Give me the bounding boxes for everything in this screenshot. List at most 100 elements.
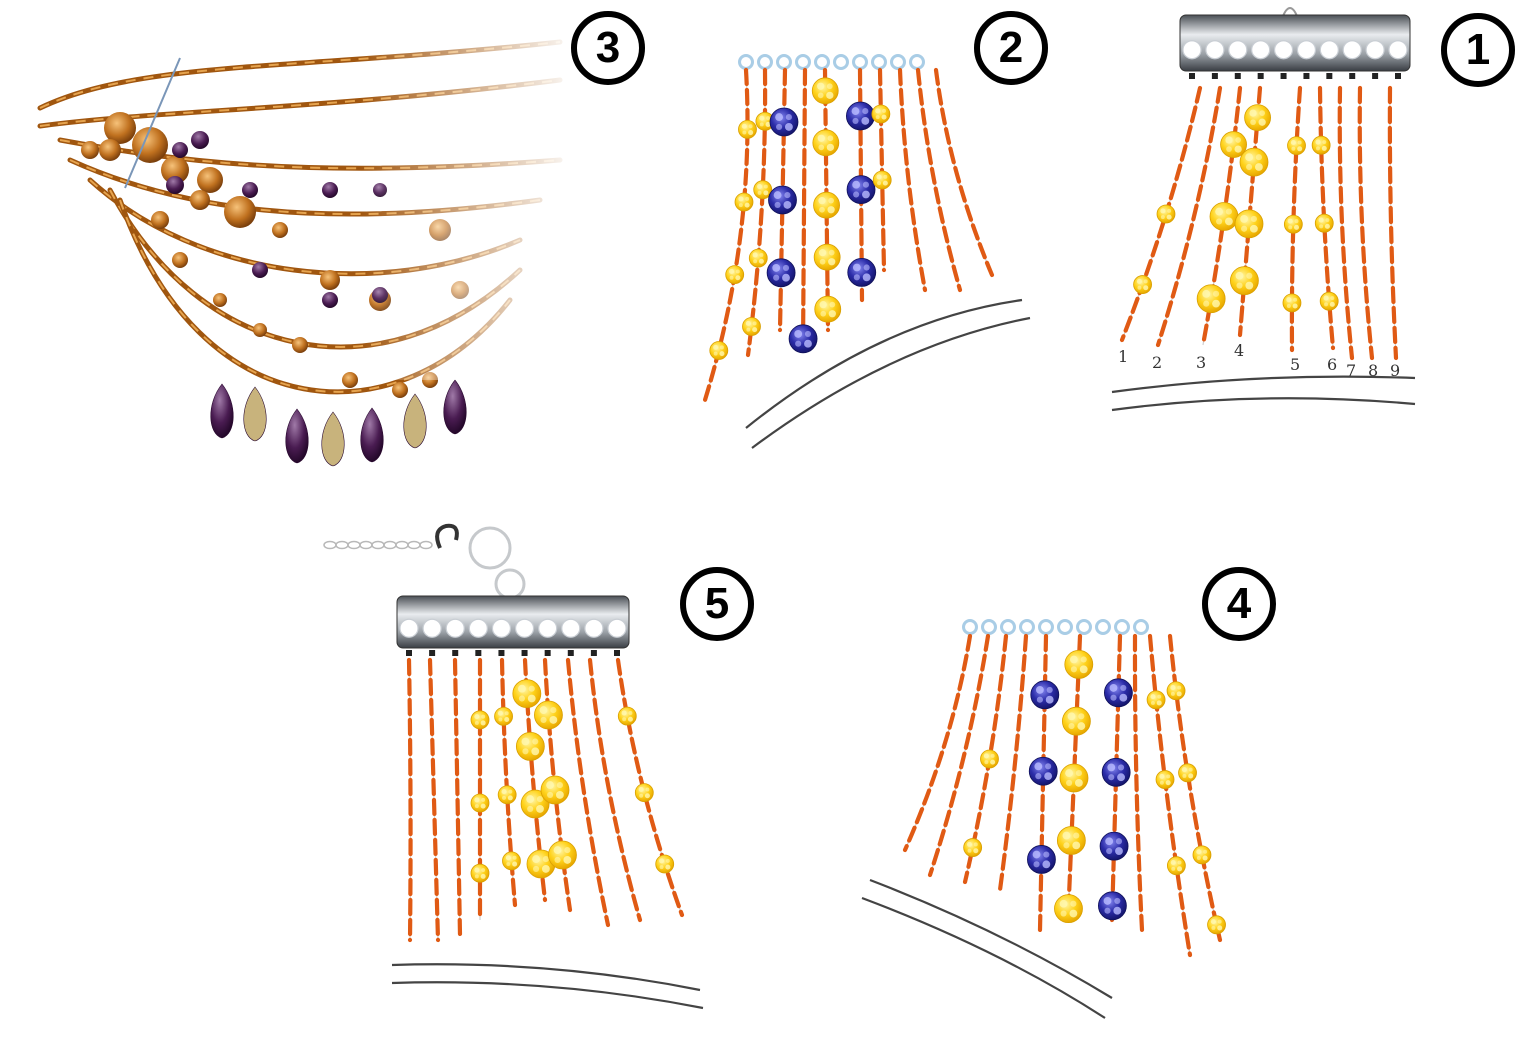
step-1-panel	[1112, 8, 1415, 410]
amber-round-bead	[190, 190, 210, 210]
yellow-crystal-bead	[710, 342, 728, 360]
jump-ring-icon	[1078, 621, 1091, 634]
jump-ring-icon	[873, 56, 886, 69]
blue-crystal-bead	[1031, 681, 1059, 709]
yellow-crystal-bead	[1208, 916, 1226, 934]
yellow-crystal-bead	[1245, 105, 1271, 131]
yellow-crystal-bead	[813, 130, 839, 156]
yellow-crystal-bead	[812, 78, 838, 104]
blue-crystal-bead	[846, 102, 874, 130]
yellow-crystal-bead	[1240, 148, 1268, 176]
jump-ring-icon	[964, 621, 977, 634]
amber-round-bead	[197, 167, 223, 193]
jump-ring-icon	[892, 56, 905, 69]
amber-round-bead	[151, 211, 169, 229]
jump-ring-icon	[778, 56, 791, 69]
yellow-crystal-bead	[548, 841, 576, 869]
strand-number: 3	[1196, 353, 1206, 372]
bugle-bead-strand	[936, 70, 992, 275]
yellow-crystal-bead	[1065, 650, 1093, 678]
neckline-curve	[392, 982, 703, 1008]
yellow-crystal-bead	[1167, 682, 1185, 700]
jump-ring-icon	[1040, 621, 1053, 634]
bugle-bead-strand	[409, 660, 411, 940]
blue-crystal-bead	[1102, 758, 1130, 786]
yellow-crystal-bead	[516, 732, 544, 760]
yellow-crystal-bead	[1283, 294, 1301, 312]
amethyst-drop-bead	[444, 380, 467, 434]
yellow-crystal-bead	[749, 249, 767, 267]
jump-ring-icon	[983, 621, 996, 634]
blue-crystal-bead	[1100, 832, 1128, 860]
smoky-quartz-bead	[242, 182, 258, 198]
bugle-bead-strand	[1000, 636, 1026, 890]
jump-ring-icon	[1116, 621, 1129, 634]
step-badge-3: 3	[571, 11, 645, 85]
bugle-bead-strand	[803, 70, 805, 350]
yellow-crystal-bead	[618, 707, 636, 725]
yellow-crystal-bead	[1147, 691, 1165, 709]
jump-ring-icon	[740, 56, 753, 69]
yellow-crystal-bead	[815, 296, 841, 322]
yellow-crystal-bead	[1230, 267, 1258, 295]
strand-number: 7	[1346, 361, 1356, 380]
blue-crystal-bead	[1098, 892, 1126, 920]
clasp-bar-icon	[397, 596, 629, 656]
yellow-crystal-bead	[872, 105, 890, 123]
yellow-crystal-bead	[1157, 205, 1175, 223]
blue-crystal-bead	[769, 186, 797, 214]
strand-number: 6	[1327, 355, 1337, 374]
citrine-drop-bead	[244, 387, 267, 441]
clasp-bar-icon	[1180, 15, 1410, 79]
lobster-clasp-icon	[437, 526, 457, 548]
step-badge-5: 5	[680, 567, 754, 641]
step-5-panel	[324, 526, 703, 1008]
bugle-bead-strand	[430, 660, 438, 940]
smoky-quartz-bead	[322, 182, 338, 198]
yellow-crystal-bead	[502, 852, 520, 870]
blue-crystal-bead	[789, 325, 817, 353]
yellow-crystal-bead	[1210, 203, 1238, 231]
jump-ring-icon	[797, 56, 810, 69]
blue-crystal-bead	[767, 259, 795, 287]
step-badge-4: 4	[1202, 567, 1276, 641]
bugle-bead-strand	[1360, 88, 1372, 358]
smoky-quartz-bead	[191, 131, 209, 149]
amber-round-bead	[99, 139, 121, 161]
amethyst-drop-bead	[286, 409, 309, 463]
yellow-crystal-bead	[1167, 857, 1185, 875]
strand-number: 2	[1152, 353, 1162, 372]
jump-ring-icon	[835, 56, 848, 69]
photo-fade-overlay	[360, 20, 580, 380]
yellow-crystal-bead	[814, 192, 840, 218]
smoky-quartz-bead	[322, 292, 338, 308]
citrine-drop-bead	[404, 394, 427, 448]
blue-crystal-bead	[1027, 845, 1055, 873]
yellow-crystal-bead	[981, 750, 999, 768]
yellow-crystal-bead	[1235, 210, 1263, 238]
step-3-panel	[40, 20, 580, 466]
amber-round-bead	[342, 372, 358, 388]
yellow-crystal-bead	[1312, 136, 1330, 154]
step-2-panel	[705, 56, 1030, 449]
chain-icon	[324, 542, 432, 549]
smoky-quartz-bead	[166, 176, 184, 194]
yellow-crystal-bead	[1179, 764, 1197, 782]
yellow-crystal-bead	[1156, 771, 1174, 789]
strand-number: 8	[1368, 361, 1378, 380]
step-badge-1: 1	[1441, 13, 1515, 87]
jump-ring-icon	[816, 56, 829, 69]
amber-round-bead	[172, 252, 188, 268]
bugle-bead-strand	[905, 636, 970, 850]
jump-ring-icon	[854, 56, 867, 69]
jump-ring-icon	[759, 56, 772, 69]
thread-line	[930, 636, 988, 875]
yellow-crystal-bead	[1060, 764, 1088, 792]
blue-crystal-bead	[1104, 679, 1132, 707]
amber-round-bead	[292, 337, 308, 353]
step-4-panel	[862, 621, 1226, 1019]
bugle-bead-strand	[1135, 636, 1142, 930]
jump-ring-icon	[911, 56, 924, 69]
yellow-crystal-bead	[814, 244, 840, 270]
